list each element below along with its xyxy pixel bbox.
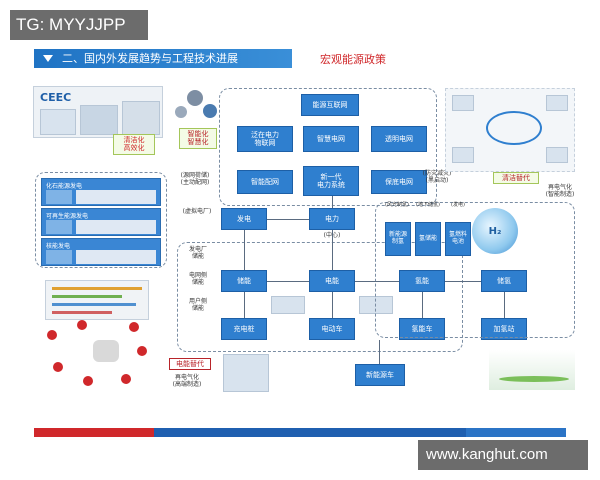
logo-panel: CEEC <box>33 86 163 138</box>
box-hydrogen-storage: 储氢 <box>481 270 527 292</box>
card-title: 可再生能源发电 <box>46 213 89 220</box>
thumbnail <box>271 296 305 314</box>
box-transparent-grid: 透明电网 <box>371 126 427 152</box>
card-icon <box>46 220 72 234</box>
watermark-bottom: www.kanghut.com <box>418 440 588 470</box>
card-nuclear: 核能发电 <box>41 238 161 266</box>
chart-thumbnail <box>45 280 149 320</box>
right-top-panel <box>445 88 575 172</box>
box-charging: 充电桩 <box>221 318 267 340</box>
peak-label: (源网荷储) (主动配网) <box>180 172 210 187</box>
box-storage: 储能 <box>221 270 267 292</box>
grid-panel <box>219 88 437 206</box>
box-h2-production: 新能源 制氢 <box>385 222 411 256</box>
logo: CEEC <box>40 91 72 104</box>
box-iot: 泛在电力 物联网 <box>237 126 293 152</box>
box-nev: 新能源车 <box>355 364 405 386</box>
photo-tile <box>122 101 160 135</box>
card-renewable: 可再生能源发电 <box>41 208 161 236</box>
card-title: 化石能源发电 <box>46 183 83 190</box>
defense-label: (防灾减灾) (黑启动) <box>422 170 452 185</box>
storage-panel <box>177 242 463 352</box>
box-h2-station: 加氢站 <box>481 318 527 340</box>
box-energy-internet: 能源互联网 <box>301 94 359 116</box>
h2-bubble: H₂ <box>472 208 518 254</box>
clean-efficient-tag: 清洁化 高效化 <box>113 134 155 155</box>
right-label: (风光制氢) <box>385 202 409 208</box>
hydrogen-panel <box>375 202 575 338</box>
thumbnail <box>359 296 393 314</box>
box-fcv: 氢能车 <box>399 318 445 340</box>
box-fuel-cell: 氢燃料 电池 <box>445 222 471 256</box>
box-backup-grid: 保底电网 <box>371 170 427 194</box>
box-h2-storage-energy: 氢储能 <box>415 222 441 256</box>
side-tag-user: 用户侧 储能 <box>188 298 207 313</box>
section-title: 二、国内外发展趋势与工程技术进展 <box>62 52 238 65</box>
photo-tile <box>80 105 118 135</box>
photo-tile <box>40 109 76 135</box>
box-ev: 电动车 <box>309 318 355 340</box>
triangle-down-icon <box>43 55 53 62</box>
watermark-top: TG: MYYJJPP <box>10 10 148 40</box>
electric-replace-tag: 电能替代 <box>169 358 211 371</box>
clean-replace-tag: 清洁替代 <box>493 172 539 185</box>
card-icon <box>46 250 72 264</box>
left-generation-panel <box>35 172 167 268</box>
box-hydrogen: 氢能 <box>399 270 445 292</box>
side-tag-plant: 发电厂 储能 <box>188 246 207 261</box>
landscape-graphic <box>489 350 575 390</box>
box-power: 电力 <box>309 208 355 230</box>
box-new-power-system: 新一代 电力系统 <box>303 166 359 196</box>
subtitle: 宏观能源政策 <box>320 53 386 66</box>
electric-replace-sub: 再电气化 (高端制造) <box>172 374 202 389</box>
re-electrify-label: 再电气化 (智能制造) <box>545 184 575 199</box>
vpp-label: (虚拟电厂) <box>182 208 212 215</box>
box-smart-grid: 智慧电网 <box>303 126 359 152</box>
footer-bar <box>34 428 566 437</box>
energy-diagram: CEEC 清洁化 高效化 化石能源发电 可再生能源发电 核能发电 智能化 智慧化 <box>33 80 581 420</box>
right-label: (发电) <box>451 202 465 208</box>
box-generation: 发电 <box>221 208 267 230</box>
card-icon <box>46 190 72 204</box>
card-title: 核能发电 <box>46 243 71 250</box>
smart-tag: 智能化 智慧化 <box>179 128 217 149</box>
card-fossil: 化石能源发电 <box>41 178 161 206</box>
factory-thumbnail <box>223 354 269 392</box>
section-title-bar: 二、国内外发展趋势与工程技术进展 <box>34 49 292 68</box>
right-label: (地下储氢) <box>416 202 440 208</box>
box-electric: 电能 <box>309 270 355 292</box>
side-tag-grid: 电网侧 储能 <box>188 272 207 287</box>
box-smart-distribution: 智能配网 <box>237 170 293 194</box>
